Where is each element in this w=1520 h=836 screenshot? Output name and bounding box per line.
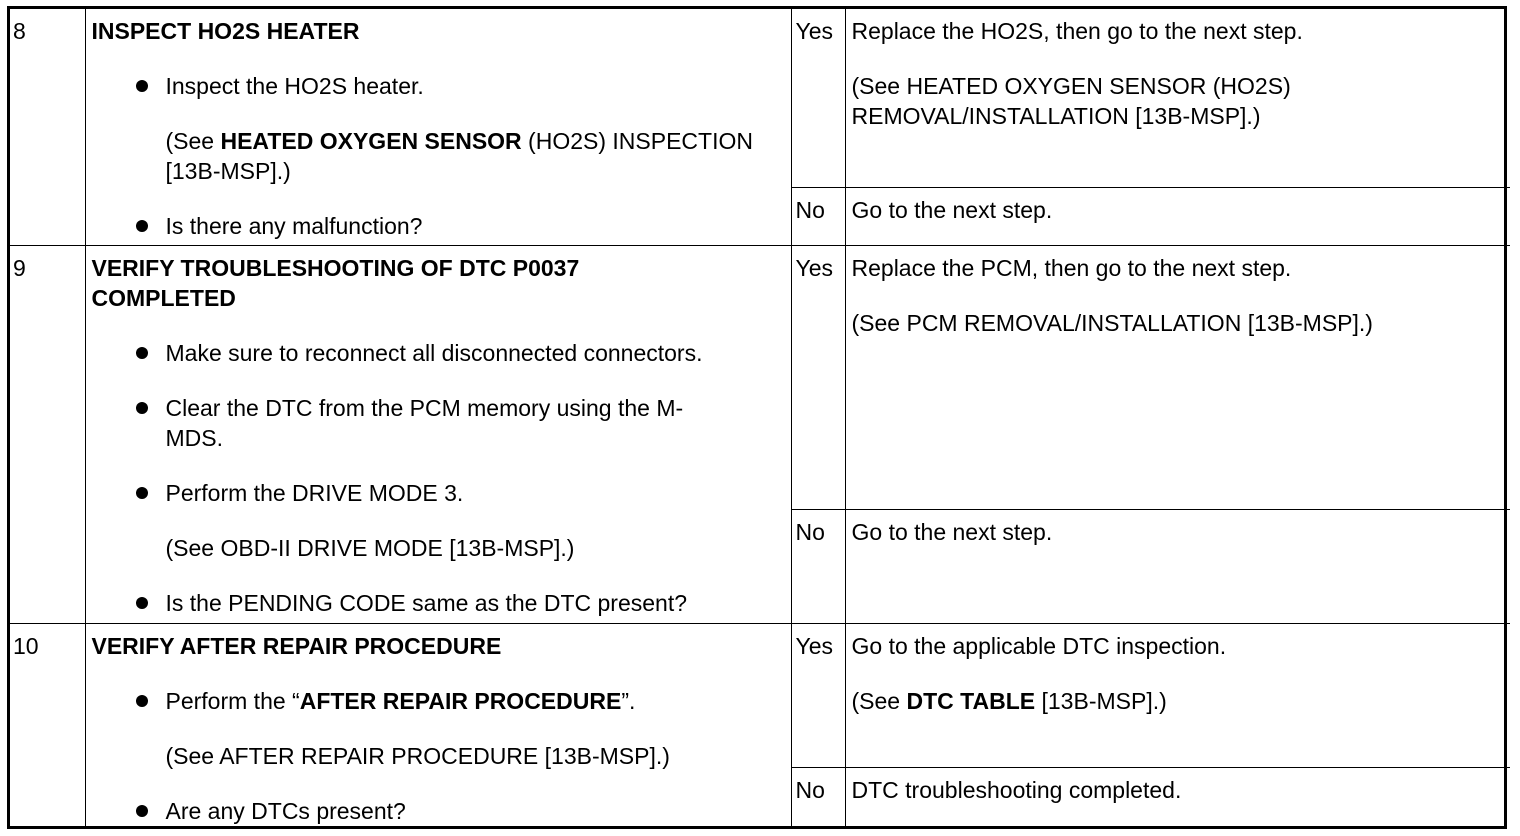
table-row: 9 VERIFY TROUBLESHOOTING OF DTC P0037 CO… [10, 244, 1510, 624]
result-yes-label: Yes [790, 9, 846, 188]
list-item: Perform the DRIVE MODE 3. (See OBD-II DR… [92, 478, 783, 563]
list-item: Are any DTCs present? [92, 796, 783, 826]
inspection-list: Perform the “AFTER REPAIR PROCEDURE”. (S… [92, 686, 783, 826]
reference-link[interactable]: (See PCM REMOVAL/INSTALLATION [13B-MSP].… [851, 309, 1373, 336]
inspection-list: Inspect the HO2S heater. (See HEATED OXY… [92, 71, 783, 241]
result-no-label: No [791, 766, 846, 826]
result-no-action: Go to the next step. [844, 508, 1510, 624]
bullet-icon [135, 80, 148, 92]
step-inspection: VERIFY TROUBLESHOOTING OF DTC P0037 COMP… [84, 244, 792, 624]
step-title: VERIFY TROUBLESHOOTING OF DTC P0037 COMP… [91, 254, 580, 311]
bullet-icon [135, 220, 148, 232]
result-yes-action: Replace the PCM, then go to the next ste… [844, 244, 1510, 510]
reference-link[interactable]: (See DTC TABLE [13B-MSP].) [851, 687, 1167, 714]
bullet-icon [135, 401, 148, 414]
result-yes-action: Go to the applicable DTC inspection. (Se… [844, 622, 1510, 768]
reference-link[interactable]: (See HEATED OXYGEN SENSOR (HO2S) INSPECT… [165, 128, 753, 184]
list-item: Is there any malfunction? [92, 211, 783, 241]
list-item: Make sure to reconnect all disconnected … [92, 338, 783, 368]
list-item: Perform the “AFTER REPAIR PROCEDURE”. (S… [92, 686, 783, 771]
step-title: VERIFY AFTER REPAIR PROCEDURE [91, 632, 502, 659]
list-item: Inspect the HO2S heater. (See HEATED OXY… [92, 71, 783, 186]
reference-link[interactable]: (See OBD-II DRIVE MODE [13B-MSP].) [165, 534, 575, 561]
step-inspection: INSPECT HO2S HEATER Inspect the HO2S hea… [84, 9, 792, 246]
bullet-icon [135, 804, 148, 817]
table-row: 8 INSPECT HO2S HEATER Inspect the HO2S h… [10, 9, 1510, 246]
result-no-action: DTC troubleshooting completed. [844, 766, 1510, 826]
bullet-icon [135, 694, 148, 707]
list-item: Is the PENDING CODE same as the DTC pres… [92, 588, 783, 618]
step-number: 8 [10, 9, 86, 246]
step-number: 10 [10, 622, 86, 827]
steps-table: 8 INSPECT HO2S HEATER Inspect the HO2S h… [10, 9, 1510, 827]
result-no-action: Go to the next step. [844, 186, 1510, 246]
bullet-icon [135, 486, 148, 499]
step-inspection: VERIFY AFTER REPAIR PROCEDURE Perform th… [84, 622, 792, 827]
reference-link[interactable]: (See AFTER REPAIR PROCEDURE [13B-MSP].) [165, 742, 670, 769]
step-number: 9 [10, 244, 86, 624]
list-item: Clear the DTC from the PCM memory using … [92, 393, 783, 453]
result-yes-action: Replace the HO2S, then go to the next st… [844, 9, 1510, 188]
table-row: 10 VERIFY AFTER REPAIR PROCEDURE Perform… [10, 622, 1510, 827]
result-no-label: No [791, 186, 846, 246]
table-row: No Go to the next step. [10, 186, 1510, 246]
step-title: INSPECT HO2S HEATER [91, 18, 360, 44]
bullet-icon [135, 346, 148, 359]
result-yes-label: Yes [790, 622, 846, 768]
reference-link[interactable]: (See HEATED OXYGEN SENSOR (HO2S) REMOVAL… [851, 73, 1291, 129]
inspection-list: Make sure to reconnect all disconnected … [92, 338, 783, 618]
result-no-label: No [791, 508, 846, 624]
troubleshooting-table: 8 INSPECT HO2S HEATER Inspect the HO2S h… [7, 6, 1510, 829]
table-row: No DTC troubleshooting completed. [10, 766, 1510, 826]
bullet-icon [135, 596, 148, 609]
result-yes-label: Yes [790, 244, 846, 510]
table-row: No Go to the next step. [10, 508, 1510, 624]
